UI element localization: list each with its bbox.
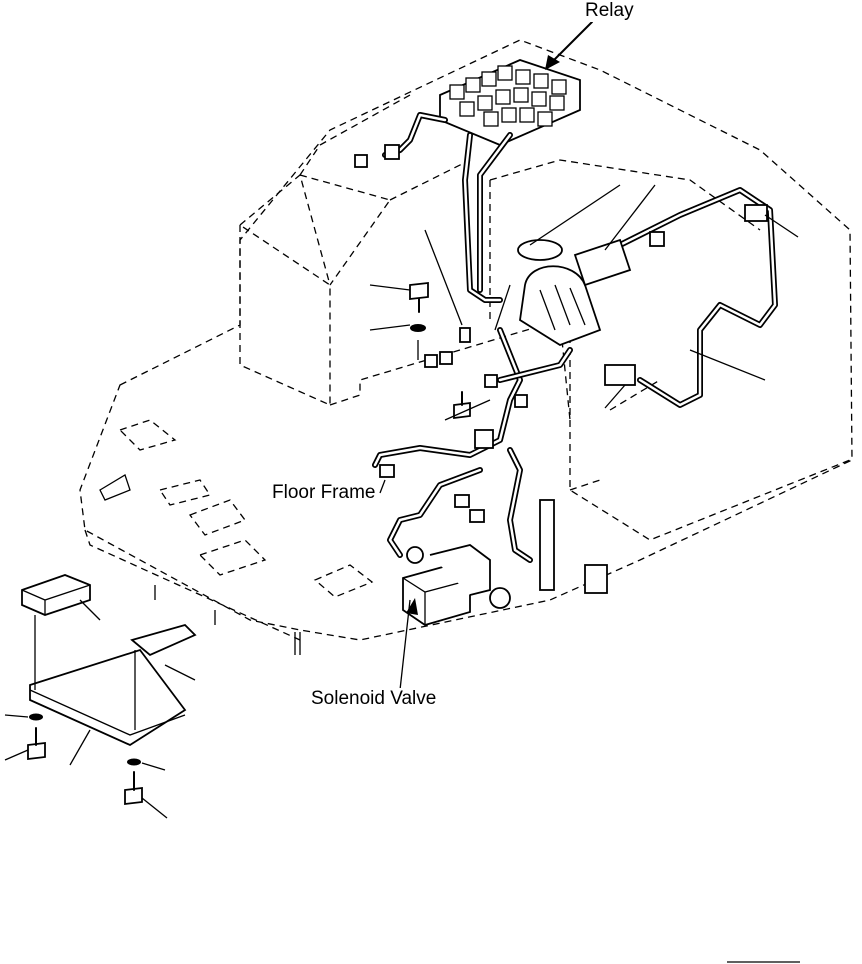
relay-label: Relay [583, 0, 636, 22]
relay-block [439, 21, 593, 146]
bolts-and-washers [27, 281, 471, 806]
connectors [354, 144, 768, 594]
floor-frame-plate [79, 39, 853, 655]
solenoid-valve [402, 544, 511, 626]
control-lever [517, 238, 632, 346]
solenoid-valve-label: Solenoid Valve [309, 688, 439, 710]
cover-plate-assembly [21, 574, 197, 747]
leader-lines [4, 184, 799, 819]
floor-frame-label: Floor Frame [270, 482, 378, 504]
seat-console [239, 94, 851, 541]
